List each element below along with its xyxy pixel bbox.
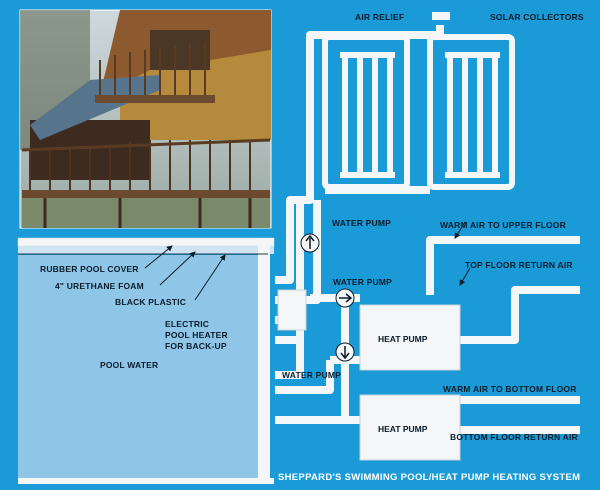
air-relief-label: AIR RELIEF bbox=[355, 12, 404, 22]
leader-lines bbox=[144, 221, 471, 301]
solar-collectors-label: SOLAR COLLECTORS bbox=[490, 12, 584, 22]
top-floor-return-label: TOP FLOOR RETURN AIR bbox=[465, 260, 573, 270]
water-pump-mid-label: WATER PUMP bbox=[333, 277, 392, 287]
heat-pump-lower-label: HEAT PUMP bbox=[378, 424, 428, 434]
heat-pump-upper-label: HEAT PUMP bbox=[378, 334, 428, 344]
electric-heater-label-1: ELECTRIC bbox=[165, 319, 209, 329]
warm-air-bottom-label: WARM AIR TO BOTTOM FLOOR bbox=[443, 384, 577, 394]
heat-pump-upper bbox=[359, 304, 461, 371]
pool-water-label: POOL WATER bbox=[100, 360, 158, 370]
solar-collector-left bbox=[322, 34, 410, 190]
water-pump-low-label: WATER PUMP bbox=[282, 370, 341, 380]
water-pump-top-label: WATER PUMP bbox=[332, 218, 391, 228]
warm-air-upper-label: WARM AIR TO UPPER FLOOR bbox=[440, 220, 566, 230]
air-relief-valve bbox=[432, 12, 450, 20]
water-pump-low-icon bbox=[335, 342, 355, 362]
diagram-title: SHEPPARD'S SWIMMING POOL/HEAT PUMP HEATI… bbox=[278, 472, 580, 483]
water-pump-top-icon bbox=[300, 233, 320, 253]
black-plastic-label: BLACK PLASTIC bbox=[115, 297, 186, 307]
bottom-floor-return-label: BOTTOM FLOOR RETURN AIR bbox=[450, 432, 578, 442]
electric-heater-label-3: FOR BACK-UP bbox=[165, 341, 227, 351]
house-photo bbox=[19, 9, 272, 229]
pool bbox=[17, 237, 275, 484]
electric-heater-label-2: POOL HEATER bbox=[165, 330, 228, 340]
heat-pump-lower bbox=[359, 394, 461, 461]
urethane-foam-label: 4" URETHANE FOAM bbox=[55, 281, 144, 291]
rubber-pool-cover-label: RUBBER POOL COVER bbox=[40, 264, 139, 274]
electric-pool-heater bbox=[277, 289, 307, 331]
solar-collector-right bbox=[427, 34, 515, 190]
water-pump-mid-icon bbox=[335, 288, 355, 308]
